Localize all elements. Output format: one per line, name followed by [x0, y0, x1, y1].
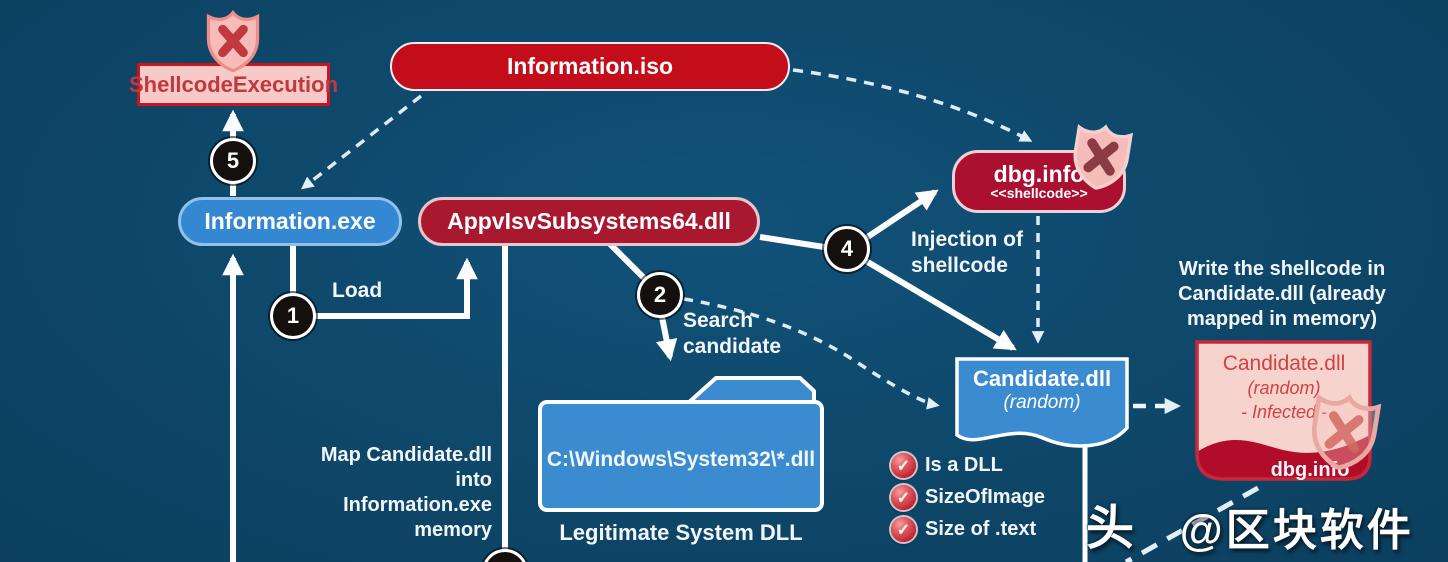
connector-step4-to-dbginfo [864, 189, 939, 241]
search-candidate-label: Search candidate [683, 309, 782, 359]
check-label: Size of .text [925, 518, 1037, 540]
write-shellcode-note: Write the shellcode in Candidate.dll (al… [1178, 258, 1386, 330]
check-row-is-a-dll: ✓ Is a DLL [891, 453, 1003, 478]
check-icon: ✓ [891, 517, 916, 542]
information-exe-label: Information.exe [204, 208, 376, 234]
dbginfo-stereotype: <<shellcode>> [990, 185, 1088, 202]
infected-subtitle: (random) [1247, 378, 1321, 399]
step-4-number: 4 [840, 236, 854, 261]
step-5-badge: 5 [210, 138, 256, 184]
step-1-badge: 1 [270, 293, 316, 339]
dbginfo-shield-icon [1073, 124, 1134, 191]
candidate-subtitle: (random) [1003, 392, 1081, 413]
shellcode-execution-label: ShellcodeExecution [128, 71, 339, 97]
injection-label: Injection of shellcode [911, 228, 1023, 278]
candidate-title: Candidate.dll [972, 366, 1112, 391]
load-label: Load [332, 279, 383, 302]
infected-title: Candidate.dll [1222, 352, 1346, 375]
check-icon: ✓ [891, 485, 916, 510]
connector-iso-to-exe-dashed [301, 94, 423, 190]
connector-step1-load-to-appvisv [311, 257, 478, 319]
information-iso-node[interactable]: Information.iso [390, 42, 790, 91]
watermark: 头条 @区块软件开发 [1086, 488, 1448, 562]
appvisv-dll-node[interactable]: AppvIsvSubsystems64.dll [418, 197, 760, 246]
connector-step2-to-candidate-dashed [683, 297, 940, 410]
check-row-size-of-text: ✓ Size of .text [891, 517, 1036, 542]
system-folder-path: C:\Windows\System32\*.dll [546, 448, 816, 471]
step-3-number: 3 [499, 559, 511, 562]
connector-iso-to-dbginfo-dashed [792, 68, 1033, 142]
connector-step4-to-candidate [864, 258, 1017, 351]
step-4-badge: 4 [824, 226, 870, 272]
watermark-prefix: 头条 [1086, 502, 1137, 555]
step-2-number: 2 [653, 282, 667, 307]
connector-appvisv-to-step4 [759, 234, 825, 250]
connector-step2-to-folder [656, 316, 678, 362]
information-exe-node[interactable]: Information.exe [178, 197, 402, 246]
infected-shield-icon [1311, 393, 1382, 471]
dbginfo-label: dbg.info [993, 161, 1085, 188]
shellcode-execution-node[interactable]: ShellcodeExecution [129, 63, 338, 106]
check-icon: ✓ [891, 453, 916, 478]
appvisv-dll-label: AppvIsvSubsystems64.dll [447, 208, 731, 234]
infected-status: - Infected - [1240, 401, 1328, 422]
candidate-document-shape [955, 357, 1129, 448]
malware-shield-icon [206, 10, 260, 72]
connector-infected-down-dashed [1124, 485, 1260, 562]
system-folder-caption: Legitimate System DLL [559, 520, 803, 545]
map-memory-note: Map Candidate.dll into Information.exe m… [320, 444, 492, 541]
watermark-handle: @区块软件开发 [1179, 506, 1414, 555]
step-2-badge: 2 [637, 272, 683, 318]
check-row-sizeofimage: ✓ SizeOfImage [891, 485, 1045, 510]
step-5-number: 5 [226, 148, 240, 173]
check-label: Is a DLL [925, 454, 1003, 476]
information-iso-label: Information.iso [506, 53, 674, 79]
step-1-number: 1 [286, 303, 300, 328]
check-label: SizeOfImage [925, 486, 1046, 508]
infected-document-text[interactable]: Candidate.dll (random) - Infected - [1200, 350, 1368, 424]
candidate-document-text[interactable]: Candidate.dll (random) [957, 366, 1127, 414]
folder-icon [538, 376, 824, 512]
